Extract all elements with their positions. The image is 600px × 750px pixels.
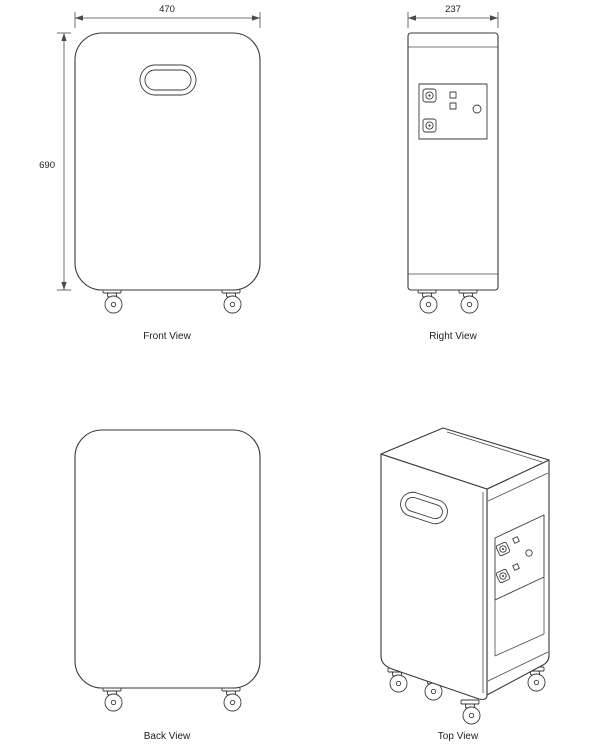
switch-icon [512,563,520,571]
top-view-label: Top View [438,731,479,742]
connector-port-icon [425,121,434,130]
connector-port-icon [499,545,507,553]
arrowhead-icon [408,15,416,21]
switch-icon [449,91,457,99]
top-edge-seam [446,431,543,463]
front-width-value: 470 [159,4,175,15]
connector-port-icon [495,541,511,557]
front-height-value: 690 [39,160,55,171]
side-bottom-seam [487,651,549,682]
front-caster-left [102,288,123,314]
front-handle-outer [139,64,197,96]
arrowhead-icon [252,15,260,21]
front-height-dimension: 690 [39,32,71,291]
switch-icon [449,102,457,110]
side-top-seam [487,472,549,502]
front-body [74,32,261,291]
connector-port-icon [422,118,437,133]
back-view: Back View [74,429,261,742]
right-caster-rear [458,288,479,314]
connector-pin-icon [428,94,431,97]
right-caster-front [417,288,438,314]
persp-handle [400,491,448,525]
back-body [74,429,261,689]
persp-front-face [380,453,488,701]
front-caster-right [221,288,242,314]
indicator-button-icon [525,549,533,557]
connector-pin-icon [428,124,431,127]
persp-caster-front-right [460,699,481,725]
connector-pin-icon [502,575,504,577]
right-depth-value: 237 [445,4,461,15]
arrowhead-icon [75,15,83,21]
control-panel-outline [418,83,488,140]
persp-handle-inner [405,496,443,520]
right-body [407,32,499,291]
right-view: 237 Right View [407,4,499,342]
lower-door-line [494,633,545,657]
persp-control-panel [494,514,545,657]
back-view-label: Back View [144,731,191,742]
indicator-button-icon [472,104,482,114]
front-width-dimension: 470 [74,4,261,28]
front-handle-inner [144,69,192,91]
connector-port-icon [422,88,437,103]
persp-top-face [380,427,550,490]
right-depth-dimension: 237 [407,4,499,28]
arrowhead-icon [61,33,67,41]
front-view: 470 690 Front View [39,4,261,342]
connector-port-icon [425,91,434,100]
front-view-label: Front View [143,331,191,342]
top-perspective-view: Top View [380,427,550,742]
back-caster-right [221,686,242,712]
switch-icon [512,536,520,544]
persp-right-face [486,459,550,696]
right-view-label: Right View [429,331,477,342]
right-control-panel [418,83,488,140]
connector-port-icon [499,572,507,580]
connector-port-icon [495,568,511,584]
arrowhead-icon [490,15,498,21]
persp-handle-outer [400,491,448,525]
arrowhead-icon [61,282,67,290]
back-caster-left [102,686,123,712]
connector-pin-icon [502,548,504,550]
